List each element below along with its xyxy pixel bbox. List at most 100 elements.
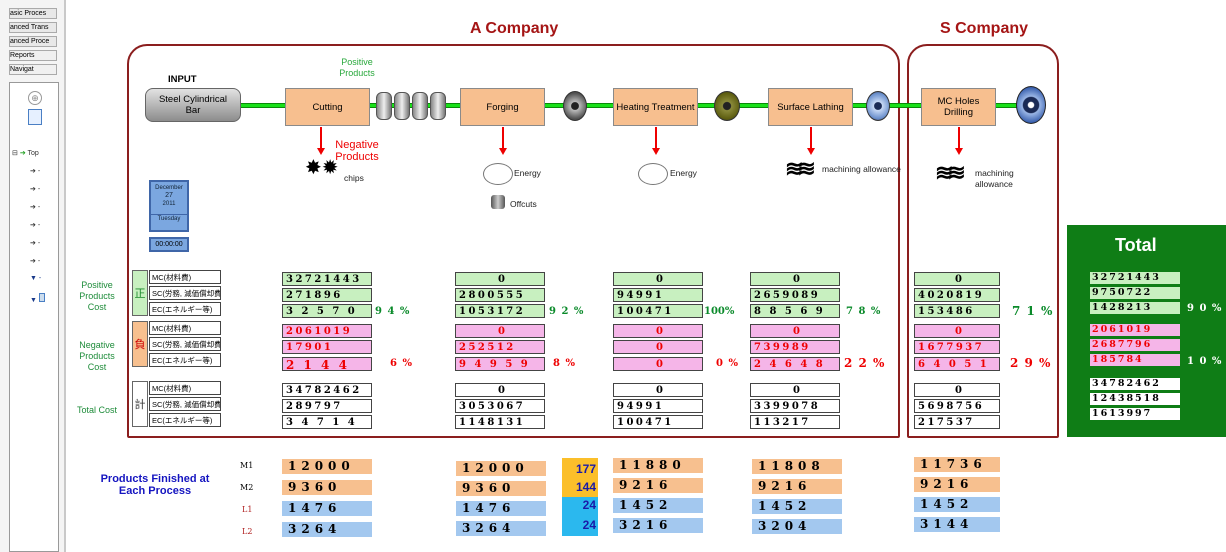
calendar-month: December — [155, 185, 183, 191]
process-heating-treatment[interactable]: Heating Treatment — [613, 88, 698, 126]
cut-billet-icon — [430, 92, 446, 120]
cost-cell: 0 — [750, 272, 840, 286]
positive-percent: 9 4 % — [375, 306, 411, 317]
tree-item[interactable]: ➔ - — [30, 204, 41, 211]
arrow-down — [958, 127, 960, 149]
negative-cost-label: Negative Products Cost — [79, 340, 115, 372]
cost-cell: 5698756 — [914, 399, 1000, 413]
input-label: INPUT — [168, 74, 197, 85]
calendar-day: 27 — [165, 192, 173, 199]
tree-item[interactable]: ➔ - — [30, 168, 41, 175]
finished-cell: 3264 — [282, 522, 372, 537]
cost-cell: 113217 — [750, 415, 840, 429]
reports-button[interactable]: Reports — [9, 50, 57, 61]
cost-cell: 1148131 — [455, 415, 545, 429]
total-kanji: 計 — [132, 381, 148, 427]
s-company-title: S Company — [940, 20, 1029, 37]
cost-cell: 0 — [613, 272, 703, 286]
total-negative-percent: 1 0 % — [1187, 356, 1223, 367]
tree-item-top[interactable]: ⊟ ➔ Top — [12, 150, 39, 157]
negative-products-label: Negative Products — [335, 139, 379, 163]
machining-allowance-label: machining allowance — [975, 168, 1014, 189]
finished-cell: 9360 — [282, 480, 372, 495]
total-positive-percent: 9 0 % — [1187, 303, 1223, 314]
cost-cell: 94991 — [613, 288, 703, 302]
arrow-down-head — [652, 148, 660, 155]
chips-label: chips — [344, 173, 364, 183]
clock-display[interactable]: 00:00:00 — [149, 237, 189, 252]
arrow-down-head — [499, 148, 507, 155]
negative-percent: 2 9 % — [1010, 356, 1052, 370]
mc-label: MC(材料費) — [149, 321, 221, 335]
offcuts-icon — [491, 195, 505, 209]
cost-cell: 0 — [613, 383, 703, 397]
process-forging[interactable]: Forging — [460, 88, 545, 126]
tree-item[interactable]: ▼ - — [30, 275, 42, 282]
scrap-count: 24 — [582, 518, 596, 532]
tree-item[interactable]: ➔ - — [30, 186, 41, 193]
total-cell: 1613997 — [1090, 408, 1180, 420]
a-company-frame — [127, 44, 900, 438]
tree-item[interactable]: ➔ - — [30, 240, 41, 247]
cost-cell: 9 4 9 5 9 — [455, 357, 545, 371]
total-cell: 9750722 — [1090, 287, 1180, 299]
zoom-in-icon[interactable]: ⊕ — [28, 91, 42, 105]
total-cell: 2061019 — [1090, 324, 1180, 336]
calendar-widget[interactable]: December 27 2011 Tuesday — [149, 180, 189, 232]
navigator-button[interactable]: Navigat — [9, 64, 57, 75]
total-cell: 12438518 — [1090, 393, 1180, 405]
arrow-down-head — [955, 148, 963, 155]
total-cell: 34782462 — [1090, 378, 1180, 390]
finished-cell: 1452 — [914, 497, 1000, 512]
cost-cell: 2659089 — [750, 288, 840, 302]
cost-cell: 0 — [914, 324, 1000, 338]
positive-products-label: Positive Products — [339, 57, 375, 78]
chips-icon: ✸✹ — [305, 157, 339, 179]
cost-cell: 94991 — [613, 399, 703, 413]
cost-cell: 0 — [914, 272, 1000, 286]
cost-cell: 2800555 — [455, 288, 545, 302]
scrap-count: 144 — [575, 480, 596, 494]
arrow-down — [502, 127, 504, 149]
finished-cell: 9216 — [613, 478, 703, 493]
cost-cell: 1677937 — [914, 340, 1000, 354]
process-surface-lathing[interactable]: Surface Lathing — [768, 88, 853, 126]
l2-label: L2 — [242, 527, 253, 536]
finished-cell: 3144 — [914, 517, 1000, 532]
cut-billet-icon — [394, 92, 410, 120]
machining-chips-icon: ≋≋ — [785, 156, 816, 181]
sc-label: SC(労務, 減価償却費) — [149, 397, 221, 411]
basic-process-button[interactable]: asic Proces — [9, 8, 57, 19]
cost-cell: 0 — [613, 340, 703, 354]
tree-item[interactable]: ➔ - — [30, 258, 41, 265]
cost-cell: 0 — [455, 383, 545, 397]
document-icon[interactable] — [28, 109, 42, 125]
finished-cell: 9360 — [456, 481, 546, 496]
tree-item[interactable]: ➔ - — [30, 222, 41, 229]
cost-cell: 0 — [455, 272, 545, 286]
cost-cell: 0 — [750, 383, 840, 397]
cost-cell: 3 2 5 7 0 — [282, 304, 372, 318]
finished-cell: 11880 — [613, 458, 703, 473]
process-mc-holes-drilling[interactable]: MC Holes Drilling — [921, 88, 996, 126]
arrow-down-head — [317, 148, 325, 155]
mc-label: MC(材料費) — [149, 381, 221, 395]
finished-cell: 1452 — [752, 499, 842, 514]
s-company-frame — [907, 44, 1059, 438]
energy-label: Energy — [670, 168, 697, 178]
scrap-count: 177 — [575, 462, 596, 476]
process-cutting[interactable]: Cutting — [285, 88, 370, 126]
tree-item-selected[interactable]: ▼ — [30, 293, 45, 304]
scrap-column — [562, 458, 598, 536]
advanced-process-button[interactable]: anced Proce — [9, 36, 57, 47]
finished-cell: 12000 — [456, 461, 546, 476]
negative-percent: 2 2 % — [844, 356, 886, 370]
advanced-transaction-button[interactable]: anced Trans — [9, 22, 57, 33]
offcuts-label: Offcuts — [510, 199, 537, 209]
arrow-down — [320, 127, 322, 149]
lathed-ring-icon — [866, 91, 890, 121]
finished-cell: 3264 — [456, 521, 546, 536]
cost-cell: 100471 — [613, 415, 703, 429]
mc-label: MC(材料費) — [149, 270, 221, 284]
arrow-down — [810, 127, 812, 149]
